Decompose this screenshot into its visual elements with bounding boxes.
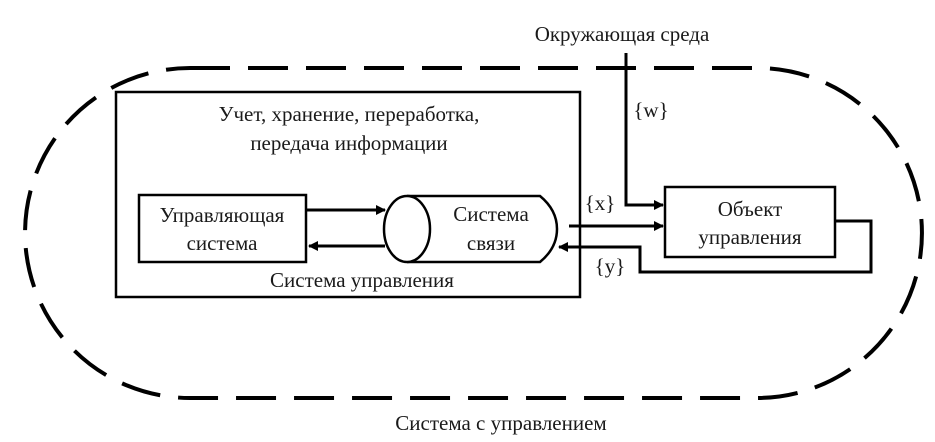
signal-w-label: {w} (633, 98, 668, 122)
plant-label-line2: управления (698, 225, 801, 249)
system-with-control-label: Система с управлением (395, 411, 606, 435)
channel-label-line1: Система (453, 202, 529, 226)
signal-x-label: {x} (585, 191, 616, 215)
control-system-caption: Система управления (270, 268, 454, 292)
controller-label-line1: Управляющая (160, 203, 285, 227)
system-boundary-dashed (23, 66, 924, 400)
controller-label-line2: система (187, 231, 259, 255)
control-system-title-line1: Учет, хранение, переработка, (219, 102, 480, 126)
channel-cylinder-body (407, 194, 559, 264)
signal-y-label: {y} (595, 254, 626, 278)
plant-label-line1: Объект (718, 197, 783, 221)
controller-box (137, 193, 308, 264)
control-system-title-line2: передача информации (250, 131, 447, 155)
arrow-y-plant-to-channel (558, 219, 873, 274)
arrow-w-environment-to-plant (624, 53, 664, 210)
channel-label-line2: связи (467, 231, 515, 255)
environment-label: Окружающая среда (535, 22, 710, 46)
channel-cylinder-end (382, 194, 432, 264)
